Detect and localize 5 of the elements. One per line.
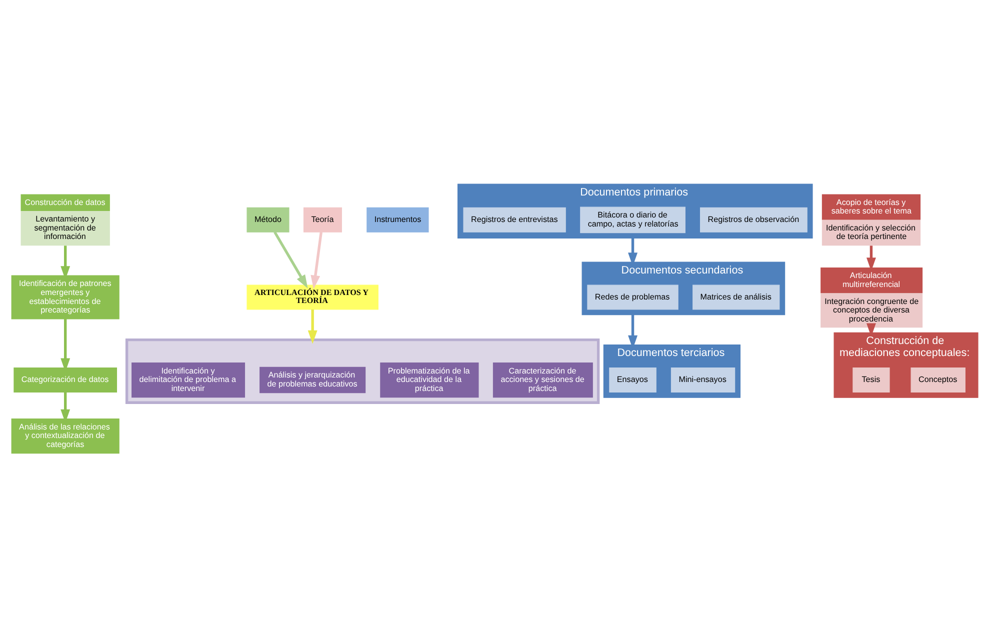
arrow bbox=[866, 323, 876, 337]
arrow bbox=[310, 232, 322, 289]
arrow bbox=[308, 309, 318, 344]
arrow bbox=[274, 231, 308, 288]
cluster bbox=[125, 338, 600, 404]
